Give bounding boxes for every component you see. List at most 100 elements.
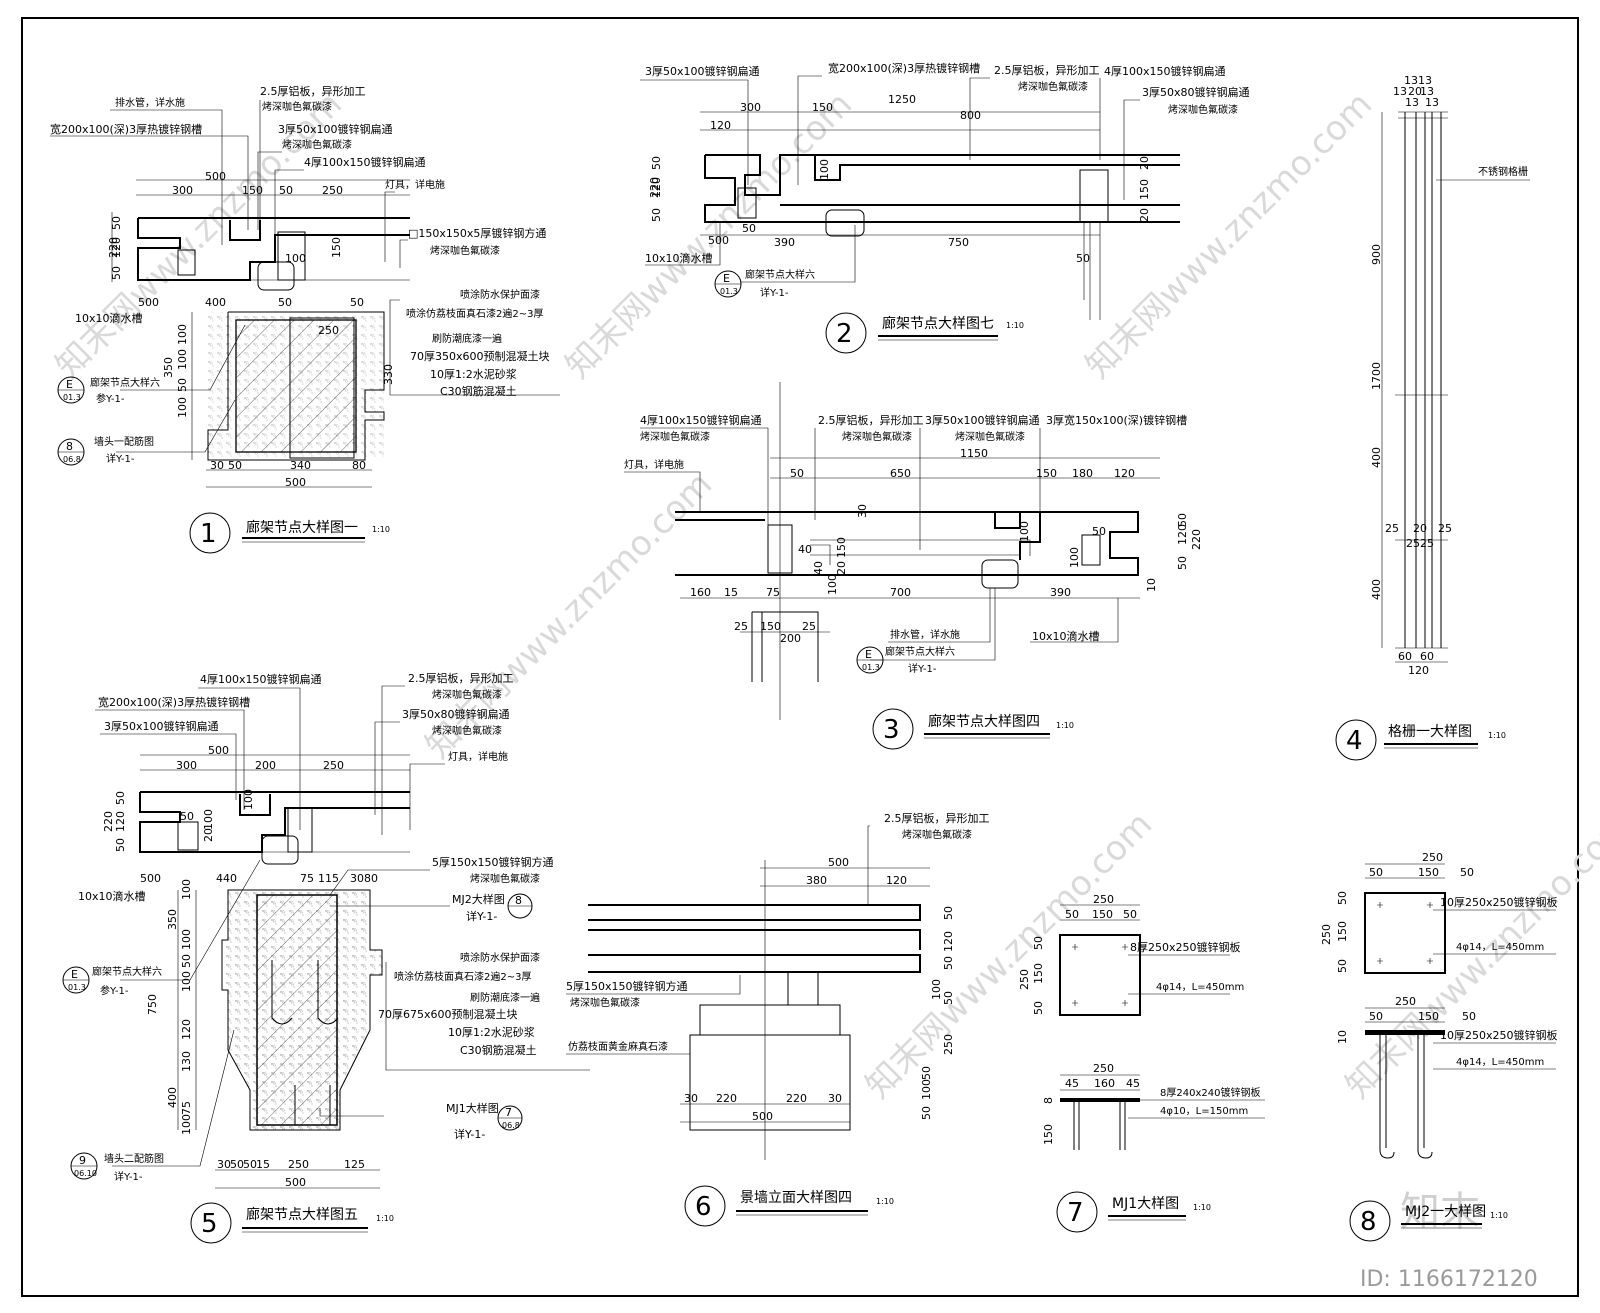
- dim-label: 50: [1336, 959, 1349, 973]
- annotation: C30钢筋混凝土: [440, 384, 517, 398]
- dim-label: 100: [1068, 547, 1081, 568]
- dim-label: 500: [140, 872, 161, 885]
- dim-label: 20: [835, 561, 848, 575]
- annotation: 喷涂防水保护面漆: [460, 951, 540, 964]
- dim-label: 25: [802, 620, 816, 633]
- dim-label: 400: [205, 296, 226, 309]
- annotation: 4厚100x150镀锌钢扁通: [1104, 64, 1226, 78]
- annotation: 灯具，详电施: [624, 458, 684, 471]
- annotation: 2.5厚铝板，异形加工: [884, 811, 990, 825]
- annotation: 4厚100x150镀锌钢扁通: [200, 672, 322, 686]
- dim-label: 50: [228, 459, 242, 472]
- dim-label: 500: [285, 476, 306, 489]
- callout-sheet: 01.3: [68, 983, 86, 992]
- dim-label: 750: [948, 236, 969, 249]
- dim-label: 50: [180, 810, 194, 823]
- dim-label: 50: [742, 222, 756, 235]
- annotation: 烤深咖色氟碳漆: [570, 996, 640, 1009]
- dim-label: 40: [812, 561, 825, 575]
- dim-label: 160: [690, 586, 711, 599]
- dim-label: 150: [835, 537, 848, 558]
- dim-label: 120: [110, 237, 123, 258]
- dim-label: 1250: [888, 93, 916, 106]
- annotation: 4φ14，L=450mm: [1456, 1057, 1544, 1068]
- dim-label: 13: [1425, 96, 1439, 109]
- dim-label: 150: [1138, 179, 1151, 200]
- dim-label: 160: [1094, 1077, 1115, 1090]
- dim-label: 30: [350, 872, 364, 885]
- dim-label: 50: [1076, 252, 1090, 265]
- annotation: 详Y-1-: [114, 1170, 143, 1183]
- detail-number: 1: [200, 519, 217, 549]
- dim-label: 350: [162, 357, 175, 378]
- annotation: 10x10滴水槽: [78, 889, 146, 903]
- dim-label: 200: [255, 759, 276, 772]
- detail-3: 1150 50 650 150 180 120 30 50 120 50 220…: [624, 382, 1203, 750]
- dim-label: 50: [1065, 908, 1079, 921]
- dim-label: 50: [230, 1158, 244, 1171]
- annotation: 廊架节点大样六: [92, 965, 162, 978]
- dim-label: 30: [210, 459, 224, 472]
- annotation: 10x10滴水槽: [75, 311, 143, 325]
- dim-label: 50: [279, 184, 293, 197]
- dim-label: 300: [172, 184, 193, 197]
- annotation: 灯具，详电施: [448, 750, 508, 763]
- callout-label: E: [71, 968, 78, 981]
- dim-label: 50: [278, 296, 292, 309]
- dim-label: 250: [323, 759, 344, 772]
- dim-label: 25: [734, 620, 748, 633]
- detail-number: 4: [1346, 726, 1363, 756]
- annotation: 5厚150x150镀锌钢方通: [432, 855, 554, 869]
- dim-label: 300: [176, 759, 197, 772]
- dim-label: 250: [1422, 851, 1443, 864]
- annotation: 4厚100x150镀锌钢扁通: [640, 413, 762, 427]
- annotation: 喷涂仿荔枝面真石漆2遍2~3厚: [406, 307, 543, 320]
- annotation: 仿荔枝面黄金麻真石漆: [568, 1040, 668, 1053]
- dim-label: 100: [285, 252, 306, 265]
- dim-label: 150: [1418, 866, 1439, 879]
- annotation: 4φ14，L=450mm: [1156, 982, 1244, 993]
- annotation: 详Y-1-: [760, 286, 789, 299]
- dim-label: 50: [1369, 866, 1383, 879]
- annotation: 烤深咖色氟碳漆: [842, 430, 912, 443]
- detail-scale: 1:10: [376, 1214, 394, 1223]
- dim-label: 340: [290, 459, 311, 472]
- annotation: 灯具，详电施: [385, 178, 445, 191]
- dim-label: 250: [1395, 995, 1416, 1008]
- annotation: 参Y-1-: [100, 984, 129, 997]
- dim-label: 15: [724, 586, 738, 599]
- dim-label: 180: [1072, 467, 1093, 480]
- annotation: 详Y-1-: [106, 452, 135, 465]
- annotation: 喷涂防水保护面漆: [460, 288, 540, 301]
- dim-label: 250: [1093, 893, 1114, 906]
- annotation: 4φ10，L=150mm: [1160, 1106, 1248, 1117]
- dim-label: 25: [1420, 537, 1434, 550]
- annotation: 3厚50x100镀锌钢扁通: [104, 719, 219, 733]
- dim-label: 50: [1032, 1001, 1045, 1015]
- dim-label: 1150: [960, 447, 988, 460]
- dim-label: 100: [242, 789, 255, 810]
- dim-label: 50: [1176, 556, 1189, 570]
- dim-label: 25: [1438, 522, 1452, 535]
- annotation: 喷涂仿荔枝面真石漆2遍2~3厚: [394, 970, 531, 983]
- callout-sheet: 06.10: [74, 1169, 97, 1178]
- callout-label: E: [723, 272, 730, 285]
- dim-label: 50: [176, 378, 189, 392]
- dim-label: 250: [318, 324, 339, 337]
- annotation: 详Y-1-: [454, 1127, 485, 1141]
- dim-label: 20: [1413, 522, 1427, 535]
- dim-label: 150: [1418, 1010, 1439, 1023]
- dim-label: 150: [1336, 921, 1349, 942]
- annotation: 烤深咖色氟碳漆: [282, 138, 352, 151]
- annotation: 排水管，详水施: [890, 628, 960, 641]
- annotation: 烤深咖色氟碳漆: [1018, 80, 1088, 93]
- dim-label: 30: [684, 1092, 698, 1105]
- dim-label: 220: [648, 177, 661, 198]
- dim-label: 100: [176, 397, 189, 418]
- annotation: 烤深咖色氟碳漆: [432, 724, 502, 737]
- detail-2: 300 150 1250 120 800 220 50 120 50 100 2…: [640, 61, 1250, 354]
- dim-label: 30: [856, 504, 869, 518]
- dim-label: 50: [920, 1066, 933, 1080]
- dim-label: 50: [942, 956, 955, 970]
- detail-number-circle: [189, 512, 231, 554]
